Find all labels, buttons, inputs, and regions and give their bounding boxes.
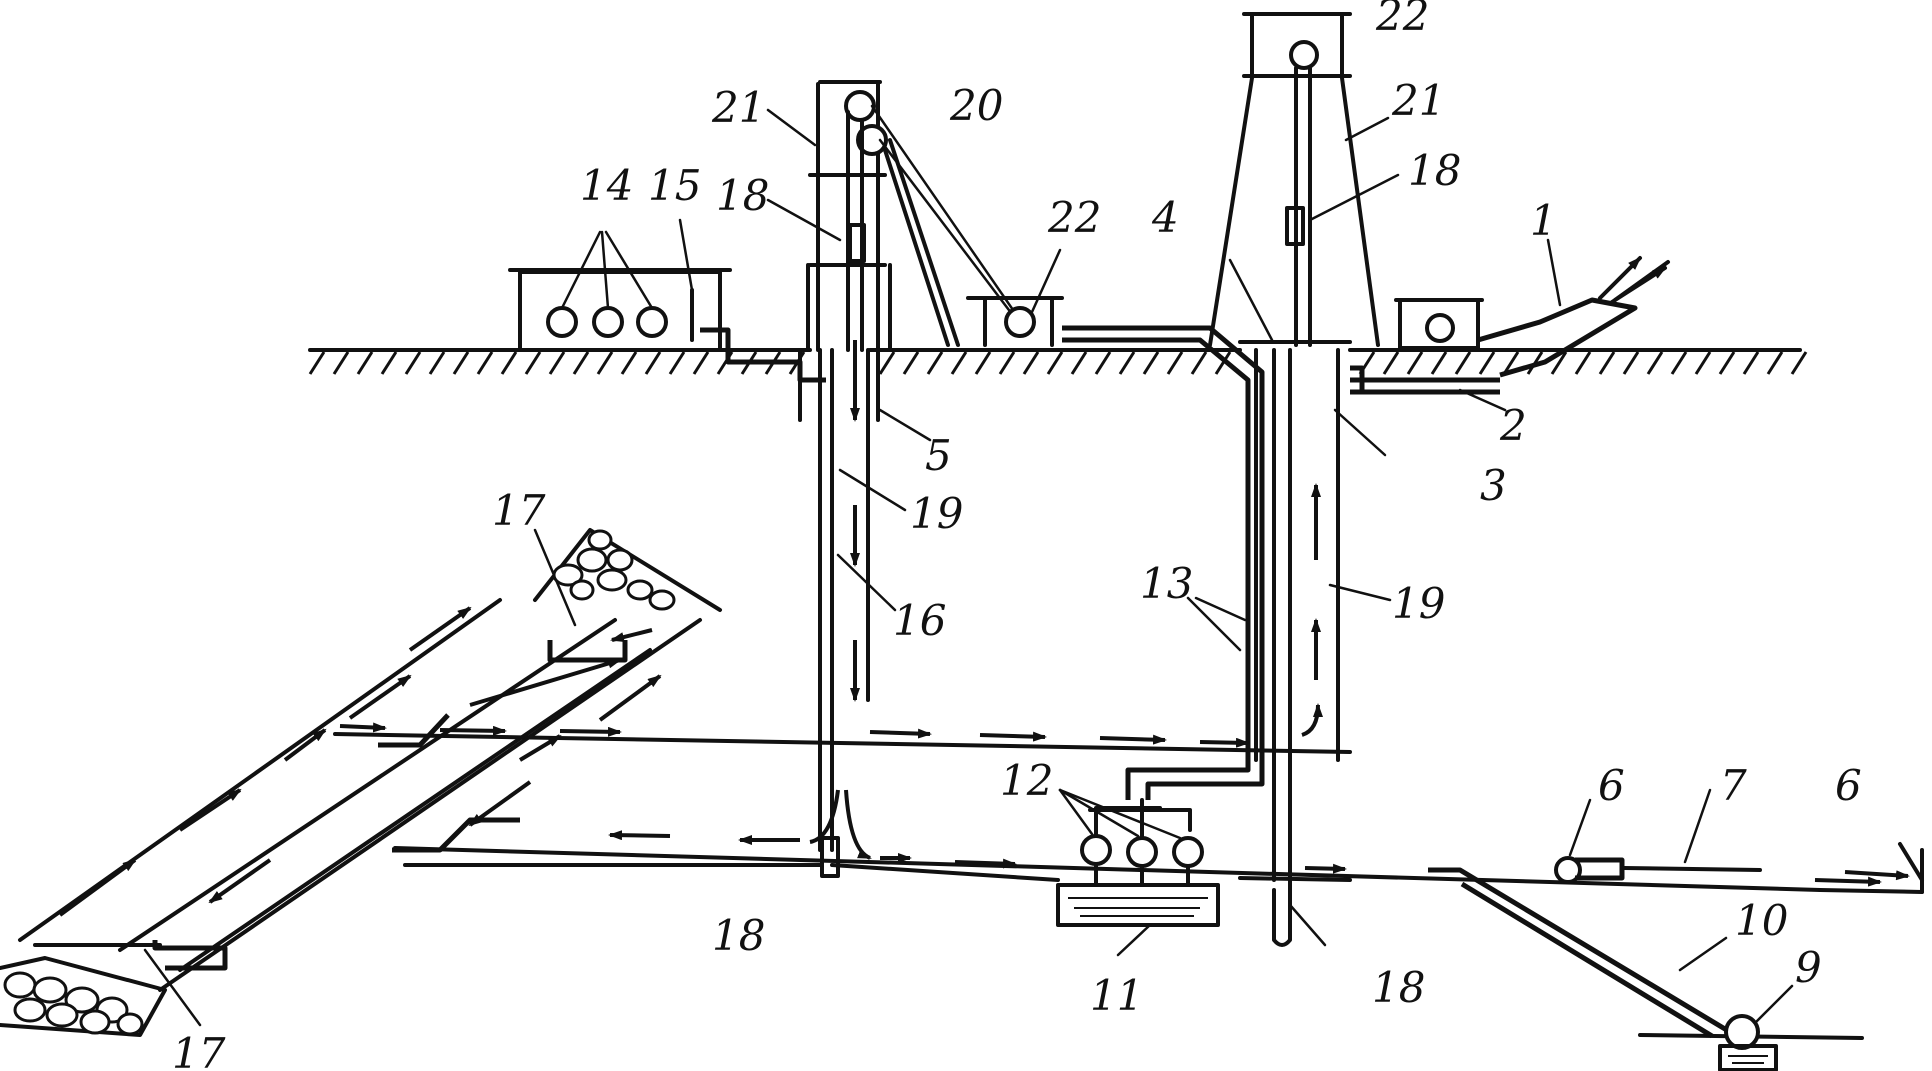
hatch-stroke <box>1406 351 1424 375</box>
hatch-stroke <box>644 351 662 375</box>
hatch-stroke <box>902 351 920 375</box>
hatch-stroke <box>974 351 992 375</box>
label-18-right-headframe: 18 <box>1408 146 1461 195</box>
label-18-sump: 18 <box>1372 963 1425 1012</box>
hatch-stroke <box>1094 351 1112 375</box>
hatch-stroke <box>998 351 1016 375</box>
hatch-stroke <box>1046 351 1064 375</box>
hatch-stroke <box>1214 351 1232 375</box>
sump-and-local-pump <box>1428 788 1864 1071</box>
label-15: 15 <box>648 161 701 210</box>
hatch-stroke <box>1022 351 1040 375</box>
label-12: 12 <box>1000 756 1053 805</box>
ground-hatching <box>308 351 1808 375</box>
hatch-stroke <box>524 351 542 375</box>
label-6-left: 6 <box>1598 761 1625 810</box>
hatch-stroke <box>950 351 968 375</box>
hatch-stroke <box>1574 351 1592 375</box>
hatch-stroke <box>1118 351 1136 375</box>
hatch-stroke <box>404 351 422 375</box>
label-9: 9 <box>1795 943 1822 992</box>
hatch-stroke <box>1598 351 1616 375</box>
label-6-right: 6 <box>1835 761 1862 810</box>
hatch-stroke <box>596 351 614 375</box>
label-17-upper: 17 <box>492 486 546 535</box>
label-7: 7 <box>1720 761 1747 810</box>
hatch-stroke <box>1070 351 1088 375</box>
label-4: 4 <box>1151 193 1179 242</box>
hatch-stroke <box>1142 351 1160 375</box>
label-14: 14 <box>580 161 633 210</box>
winch-house-left <box>966 248 1064 347</box>
left-headframe <box>766 80 1022 352</box>
label-18-shaft-bottom: 18 <box>712 911 765 960</box>
hatch-stroke <box>620 351 638 375</box>
hatch-stroke <box>1670 351 1688 375</box>
hatch-stroke <box>572 351 590 375</box>
hatch-stroke <box>1646 351 1664 375</box>
label-5: 5 <box>925 431 952 480</box>
hatch-stroke <box>548 351 566 375</box>
label-21-right: 21 <box>1391 76 1445 125</box>
label-20: 20 <box>949 81 1003 130</box>
ore-pile-upper <box>533 528 722 612</box>
hatch-stroke <box>1550 351 1568 375</box>
hatch-stroke <box>428 351 446 375</box>
label-13: 13 <box>1140 559 1193 608</box>
label-22-right: 22 <box>1375 0 1429 40</box>
hatch-stroke <box>1718 351 1736 375</box>
hatch-stroke <box>356 351 374 375</box>
discharge-pipeline <box>1062 325 1265 800</box>
label-17-lower: 17 <box>172 1029 226 1071</box>
main-drainage-pumps <box>1056 788 1220 957</box>
hatch-stroke <box>308 351 326 375</box>
hatch-stroke <box>476 351 494 375</box>
callout-labels: 1 2 3 4 5 6 6 7 9 10 11 12 13 14 15 16 1… <box>172 0 1862 1071</box>
hatch-stroke <box>1382 351 1400 375</box>
hatch-stroke <box>1430 351 1448 375</box>
label-22-left: 22 <box>1047 193 1101 242</box>
hatch-stroke <box>1454 351 1472 375</box>
hatch-stroke <box>1790 351 1808 375</box>
hatch-stroke <box>1190 351 1208 375</box>
hatch-stroke <box>926 351 944 375</box>
hatch-stroke <box>1694 351 1712 375</box>
ore-pile-lower <box>0 956 167 1037</box>
label-19-right: 19 <box>1392 579 1445 628</box>
label-3: 3 <box>1480 461 1507 510</box>
hatch-stroke <box>1742 351 1760 375</box>
label-16: 16 <box>893 596 946 645</box>
inclined-workings <box>18 528 702 1027</box>
label-1: 1 <box>1530 196 1557 245</box>
hatch-stroke <box>452 351 470 375</box>
right-shaft <box>1254 348 1392 947</box>
label-2: 2 <box>1499 401 1527 450</box>
label-10: 10 <box>1735 896 1788 945</box>
right-headframe <box>1208 12 1400 347</box>
label-11: 11 <box>1090 971 1143 1020</box>
ground-surface <box>308 348 1808 375</box>
horizontal-workings <box>333 728 1924 894</box>
main-fan-installation <box>1333 238 1670 457</box>
label-18-left-headframe: 18 <box>716 171 769 220</box>
hatch-stroke <box>500 351 518 375</box>
hatch-stroke <box>878 351 896 375</box>
label-21-left: 21 <box>711 83 765 132</box>
hatch-stroke <box>1502 351 1520 375</box>
hatch-stroke <box>380 351 398 375</box>
hatch-stroke <box>1478 351 1496 375</box>
label-19-left: 19 <box>910 489 963 538</box>
hatch-stroke <box>1166 351 1184 375</box>
left-shaft <box>798 340 932 878</box>
hatch-stroke <box>1766 351 1784 375</box>
hatch-stroke <box>692 351 710 375</box>
hatch-stroke <box>1622 351 1640 375</box>
hatch-stroke <box>668 351 686 375</box>
hatch-stroke <box>332 351 350 375</box>
surface-building-pumps <box>508 218 826 383</box>
